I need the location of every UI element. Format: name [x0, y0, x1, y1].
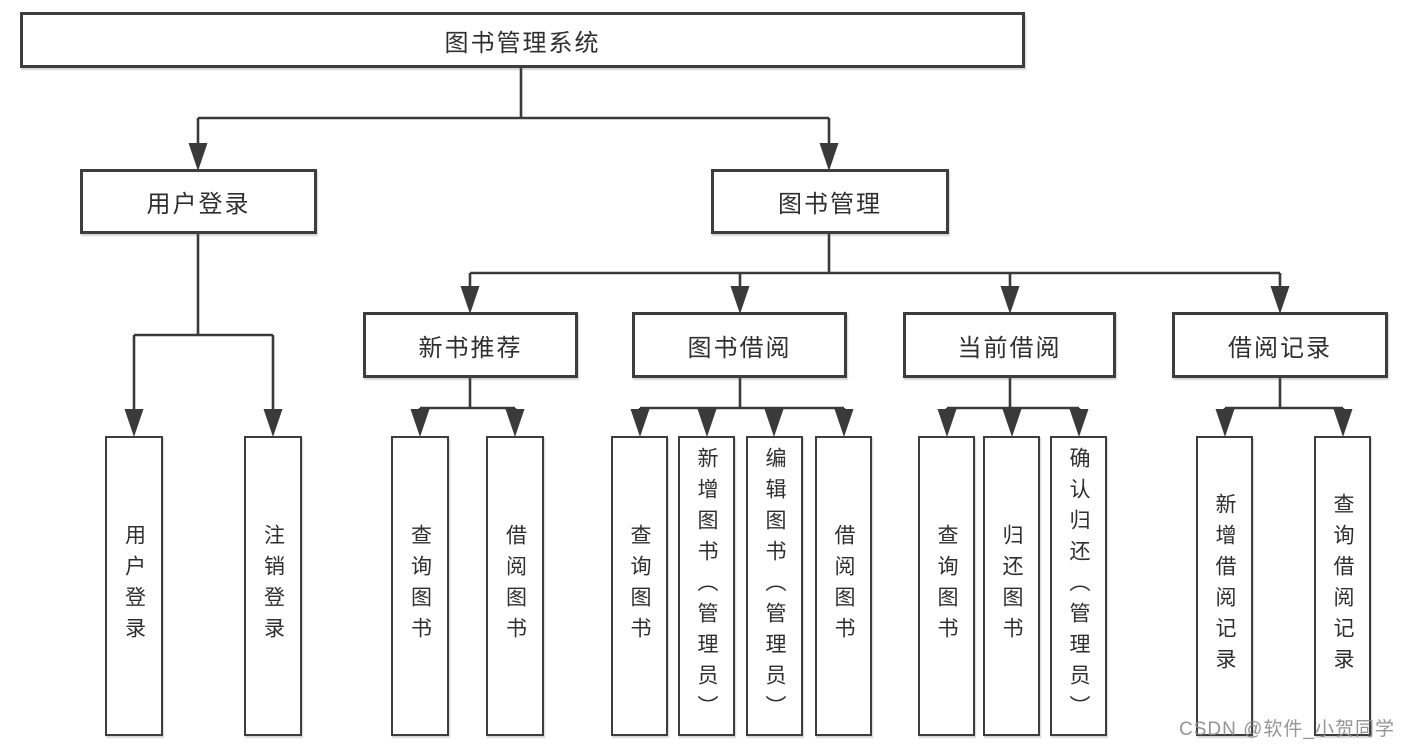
leaf-cb-query-books: 查询图书 — [918, 436, 975, 736]
leaf-logout: 注销登录 — [244, 436, 302, 736]
leaf-bb-add-books-admin-label: 新增图书（管理员） — [695, 446, 718, 726]
node-root: 图书管理系统 — [20, 12, 1025, 68]
leaf-br-query-record-label: 查询借阅记录 — [1331, 493, 1354, 679]
node-book-management: 图书管理 — [711, 169, 949, 234]
leaf-cb-return-books: 归还图书 — [983, 436, 1040, 736]
leaf-user-login: 用户登录 — [105, 436, 163, 736]
leaf-bb-edit-books-admin-label: 编辑图书（管理员） — [763, 446, 786, 726]
node-user-login: 用户登录 — [80, 169, 317, 234]
leaf-bb-query-books-label: 查询图书 — [628, 524, 651, 648]
leaf-nb-query-books: 查询图书 — [391, 436, 449, 736]
node-book-management-label: 图书管理 — [778, 191, 882, 218]
leaf-bb-add-books-admin: 新增图书（管理员） — [678, 436, 735, 736]
leaf-bb-borrow-books: 借阅图书 — [815, 436, 872, 736]
leaf-cb-confirm-return-admin: 确认归还（管理员） — [1050, 436, 1107, 736]
node-book-borrowing: 图书借阅 — [632, 312, 847, 378]
leaf-bb-borrow-books-label: 借阅图书 — [832, 524, 855, 648]
leaf-nb-borrow-books: 借阅图书 — [486, 436, 544, 736]
node-new-book-recommend-label: 新书推荐 — [418, 334, 523, 362]
node-current-borrowing: 当前借阅 — [903, 312, 1116, 378]
leaf-br-add-record: 新增借阅记录 — [1196, 436, 1253, 736]
node-book-borrowing-label: 图书借阅 — [687, 334, 792, 362]
leaf-br-query-record: 查询借阅记录 — [1314, 436, 1371, 736]
leaf-nb-borrow-books-label: 借阅图书 — [503, 524, 527, 648]
leaf-user-login-label: 用户登录 — [122, 524, 146, 648]
arrowheads — [124, 143, 1353, 437]
leaf-logout-label: 注销登录 — [261, 524, 285, 648]
leaf-cb-confirm-return-admin-label: 确认归还（管理员） — [1067, 446, 1090, 726]
leaf-br-add-record-label: 新增借阅记录 — [1213, 493, 1236, 679]
node-user-login-label: 用户登录 — [146, 191, 251, 218]
node-new-book-recommend: 新书推荐 — [363, 312, 578, 378]
node-current-borrowing-label: 当前借阅 — [957, 334, 1062, 362]
leaf-cb-query-books-label: 查询图书 — [935, 524, 958, 648]
node-root-label: 图书管理系统 — [444, 29, 601, 57]
csdn-watermark: CSDN @软件_小贺同学 — [1179, 719, 1395, 740]
node-borrow-records: 借阅记录 — [1172, 312, 1388, 378]
node-borrow-records-label: 借阅记录 — [1228, 334, 1332, 362]
leaf-nb-query-books-label: 查询图书 — [408, 524, 432, 648]
leaf-cb-return-books-label: 归还图书 — [1000, 524, 1023, 648]
leaf-bb-query-books: 查询图书 — [611, 436, 668, 736]
leaf-bb-edit-books-admin: 编辑图书（管理员） — [746, 436, 803, 736]
